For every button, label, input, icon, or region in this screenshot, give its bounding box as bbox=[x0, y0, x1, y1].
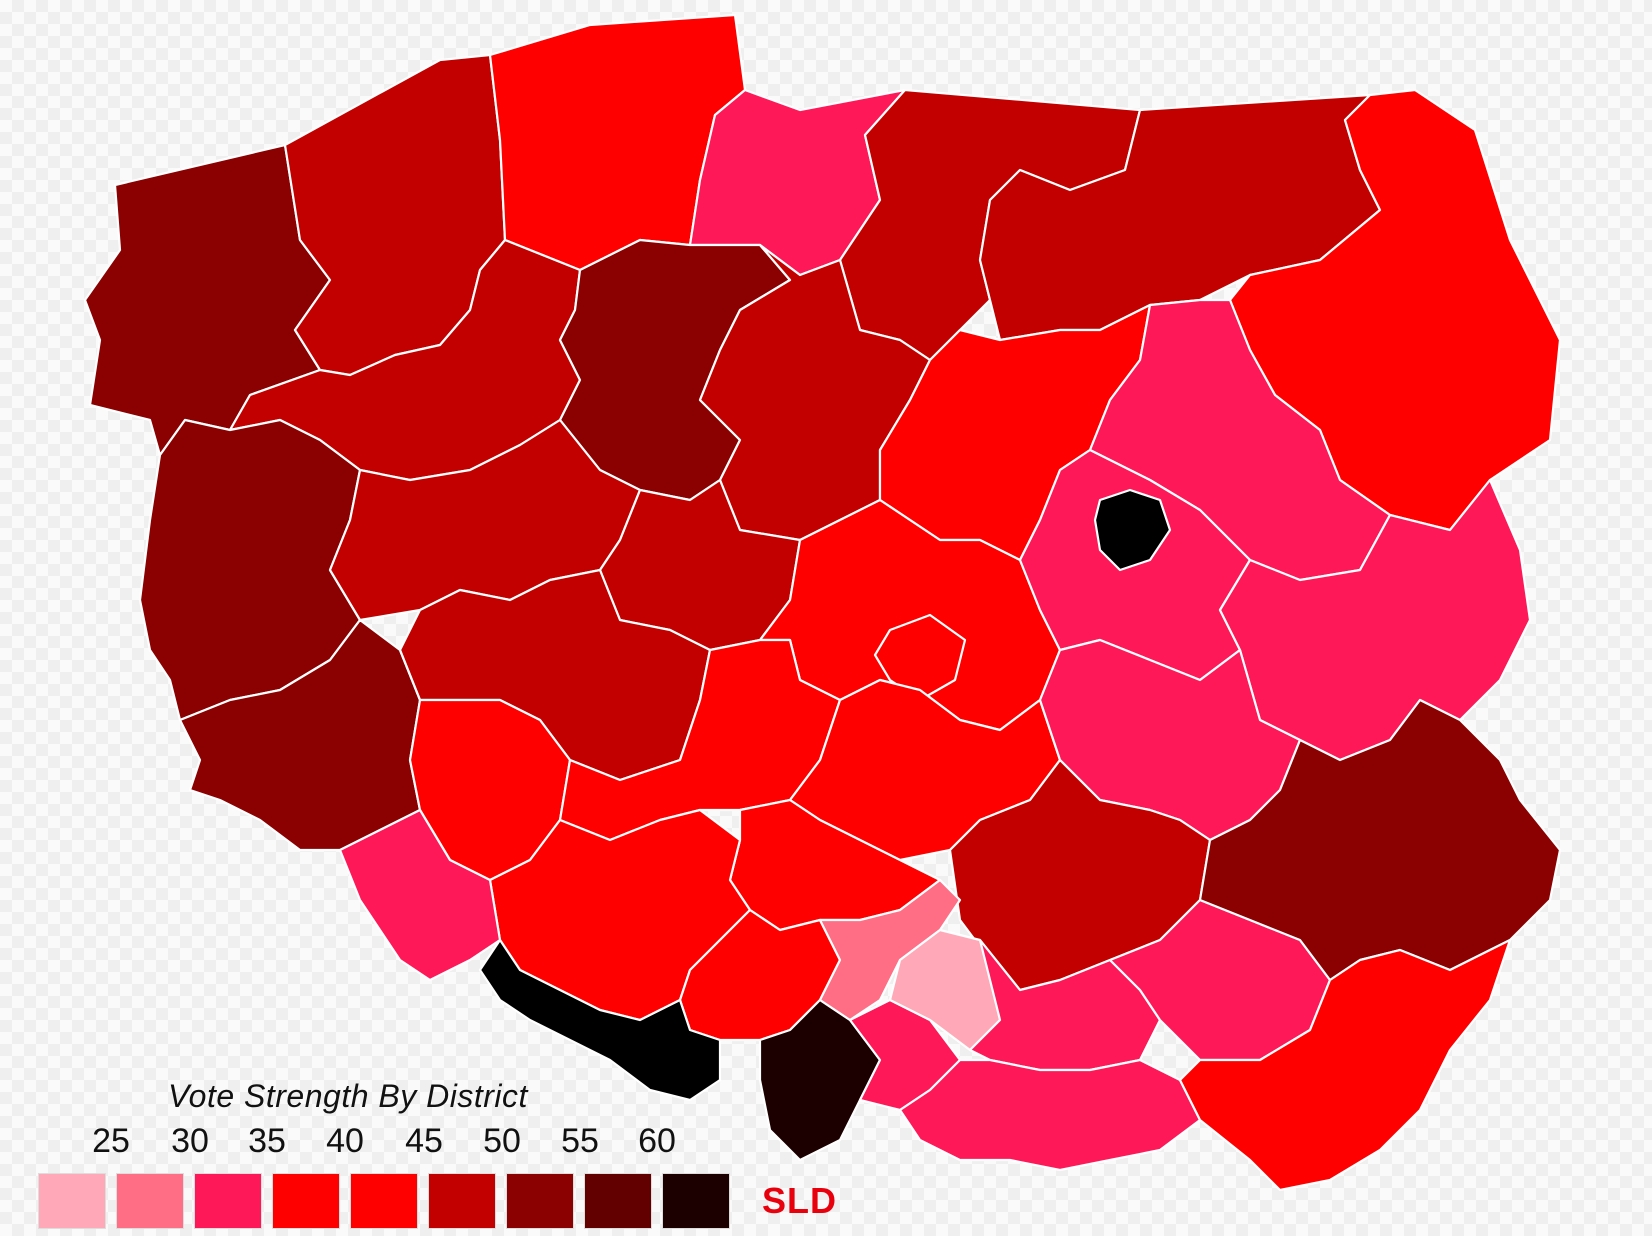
district-warsaw-city[interactable] bbox=[873, 613, 967, 702]
party-label: SLD bbox=[762, 1180, 837, 1221]
legend-tick: 35 bbox=[248, 1122, 286, 1160]
legend-swatch bbox=[194, 1173, 262, 1229]
district-walbrzych[interactable] bbox=[338, 808, 502, 982]
legend-tick: 45 bbox=[405, 1122, 443, 1160]
legend-ticks: 25 30 35 40 45 50 55 60 bbox=[0, 1122, 760, 1164]
legend-swatch bbox=[272, 1173, 340, 1229]
district-zamosc[interactable] bbox=[1198, 698, 1562, 982]
legend-swatch bbox=[116, 1173, 184, 1229]
legend-swatch bbox=[662, 1173, 730, 1229]
legend-swatch bbox=[506, 1173, 574, 1229]
legend-tick: 55 bbox=[561, 1122, 599, 1160]
district-legnica[interactable] bbox=[478, 938, 722, 1102]
legend-swatches bbox=[38, 1173, 740, 1229]
district-przemysl[interactable] bbox=[1178, 938, 1512, 1192]
legend-swatch bbox=[350, 1173, 418, 1229]
legend-tick: 25 bbox=[92, 1122, 130, 1160]
legend-tick: 30 bbox=[171, 1122, 209, 1160]
legend-tick: 60 bbox=[638, 1122, 676, 1160]
district-chelm[interactable] bbox=[1093, 488, 1172, 572]
district-nowy-sacz[interactable] bbox=[898, 1058, 1202, 1172]
legend-swatch bbox=[428, 1173, 496, 1229]
legend-title: Vote Strength By District bbox=[168, 1078, 528, 1114]
legend-swatch bbox=[584, 1173, 652, 1229]
legend-tick: 40 bbox=[326, 1122, 364, 1160]
legend-swatch bbox=[38, 1173, 106, 1229]
legend-tick: 50 bbox=[483, 1122, 521, 1160]
